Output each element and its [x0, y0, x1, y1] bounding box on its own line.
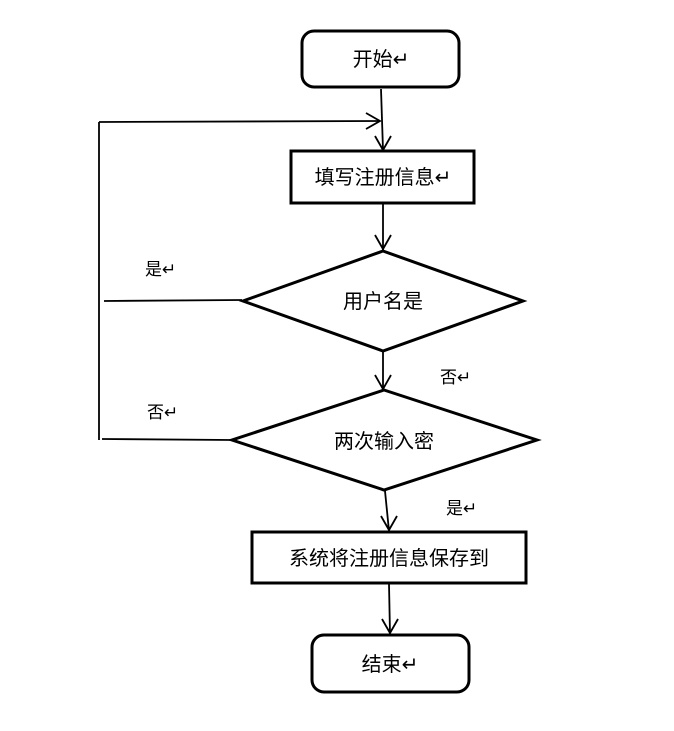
start-node	[300, 29, 461, 89]
edge-check2-to-save	[384, 490, 390, 532]
edge-save-to-end	[388, 583, 391, 635]
arrowhead-save-top	[380, 515, 398, 532]
edge-start-to-fill	[380, 88, 384, 151]
fill-info-node	[289, 149, 476, 205]
check1-yes-label: 是↵	[145, 260, 176, 280]
username-check-node	[238, 249, 528, 353]
start-label: 开始↵	[353, 47, 410, 71]
password-check-node	[227, 388, 542, 492]
password-check-label: 两次输入密	[334, 429, 434, 453]
username-check-label: 用户名是	[343, 289, 423, 313]
check2-no-label: 否↵	[147, 403, 178, 423]
arrowhead-check1-top	[374, 234, 392, 251]
save-node	[250, 530, 528, 585]
arrowhead-end-top	[381, 618, 399, 635]
save-label: 系统将注册信息保存到	[289, 546, 489, 570]
loop-top-line	[98, 120, 381, 123]
loop-from-check2	[101, 438, 233, 441]
check1-no-label: 否↵	[440, 368, 471, 388]
loop-from-check1	[103, 299, 243, 302]
end-node	[310, 633, 471, 694]
check2-yes-label: 是↵	[446, 499, 477, 519]
end-label: 结束↵	[362, 652, 419, 676]
fill-info-label: 填写注册信息↵	[315, 165, 452, 189]
arrowhead-loop-return	[365, 112, 382, 130]
